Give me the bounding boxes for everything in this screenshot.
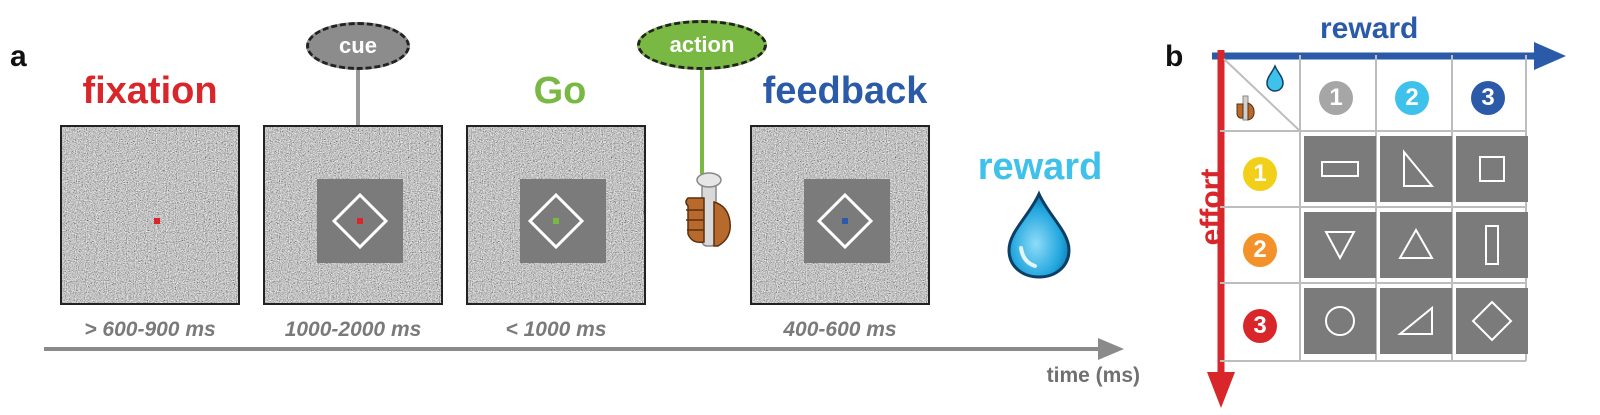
cue-bubble: cue — [306, 22, 410, 70]
stimulus-frame-go — [466, 125, 646, 305]
square-shape — [1479, 156, 1505, 182]
effort-level-3: 3 — [1243, 309, 1277, 343]
reward-level-2: 2 — [1395, 81, 1429, 115]
triangle-down-shape — [1324, 231, 1356, 261]
stimulus-frame-fixation — [60, 125, 240, 305]
reward-label: reward — [977, 146, 1103, 188]
rectangle-horizontal-shape — [1321, 161, 1359, 177]
cue-connector — [356, 70, 360, 126]
stimulus-frame-feedback — [750, 125, 930, 305]
rectangle-vertical-shape — [1485, 225, 1499, 265]
shape-cell-e2-r2 — [1380, 212, 1452, 278]
cue-bubble-label: cue — [339, 33, 377, 58]
shape-cell-e2-r1 — [1304, 212, 1376, 278]
timing-cue: 1000-2000 ms — [284, 318, 422, 341]
effort-level-2: 2 — [1243, 233, 1277, 267]
reward-level-3: 3 — [1471, 81, 1505, 115]
shape-cell-e3-r2 — [1380, 288, 1452, 354]
shape-cell-e3-r1 — [1304, 288, 1376, 354]
time-axis-label: time (ms) — [1046, 364, 1140, 387]
water-drop-icon — [1007, 190, 1071, 279]
panel-a-letter: a — [10, 40, 27, 73]
reward-level-1: 1 — [1319, 81, 1353, 115]
action-connector — [700, 70, 704, 174]
diamond-shape — [1471, 300, 1513, 342]
phase-label-feedback: feedback — [762, 70, 928, 112]
shape-cell-e1-r1 — [1304, 136, 1376, 202]
fixation-dot — [154, 218, 160, 224]
panel-b-letter: b — [1165, 40, 1184, 73]
right-triangle-up-shape — [1403, 149, 1435, 187]
triangle-up-shape — [1398, 227, 1434, 259]
corner-hand-icon — [1236, 95, 1255, 121]
corner-drop-icon — [1266, 64, 1284, 92]
timing-feedback: 400-600 ms — [783, 318, 897, 341]
action-bubble: action — [637, 20, 767, 70]
action-bubble-label: action — [669, 32, 735, 57]
timing-fixation: > 600-900 ms — [84, 318, 216, 341]
timing-go: < 1000 ms — [505, 318, 607, 341]
hand-joystick-icon — [685, 172, 731, 247]
shape-cell-e3-r3 — [1456, 288, 1528, 354]
go-dot — [553, 218, 559, 224]
phase-label-go: Go — [533, 70, 587, 112]
right-triangle-right-shape — [1397, 305, 1433, 335]
shape-cell-e1-r2 — [1380, 136, 1452, 202]
cue-dot — [357, 218, 363, 224]
phase-label-fixation: fixation — [82, 70, 218, 112]
shape-cell-e2-r3 — [1456, 212, 1528, 278]
shape-cell-e1-r3 — [1456, 136, 1528, 202]
stimulus-frame-cue — [263, 125, 443, 305]
time-axis-arrow — [44, 338, 1124, 360]
reward-axis-label: reward — [1320, 12, 1419, 45]
effort-level-1: 1 — [1243, 157, 1277, 191]
effort-axis-arrow — [1207, 50, 1235, 408]
feedback-dot — [842, 218, 848, 224]
circle-shape — [1325, 306, 1355, 336]
cue-diamond — [331, 192, 389, 250]
